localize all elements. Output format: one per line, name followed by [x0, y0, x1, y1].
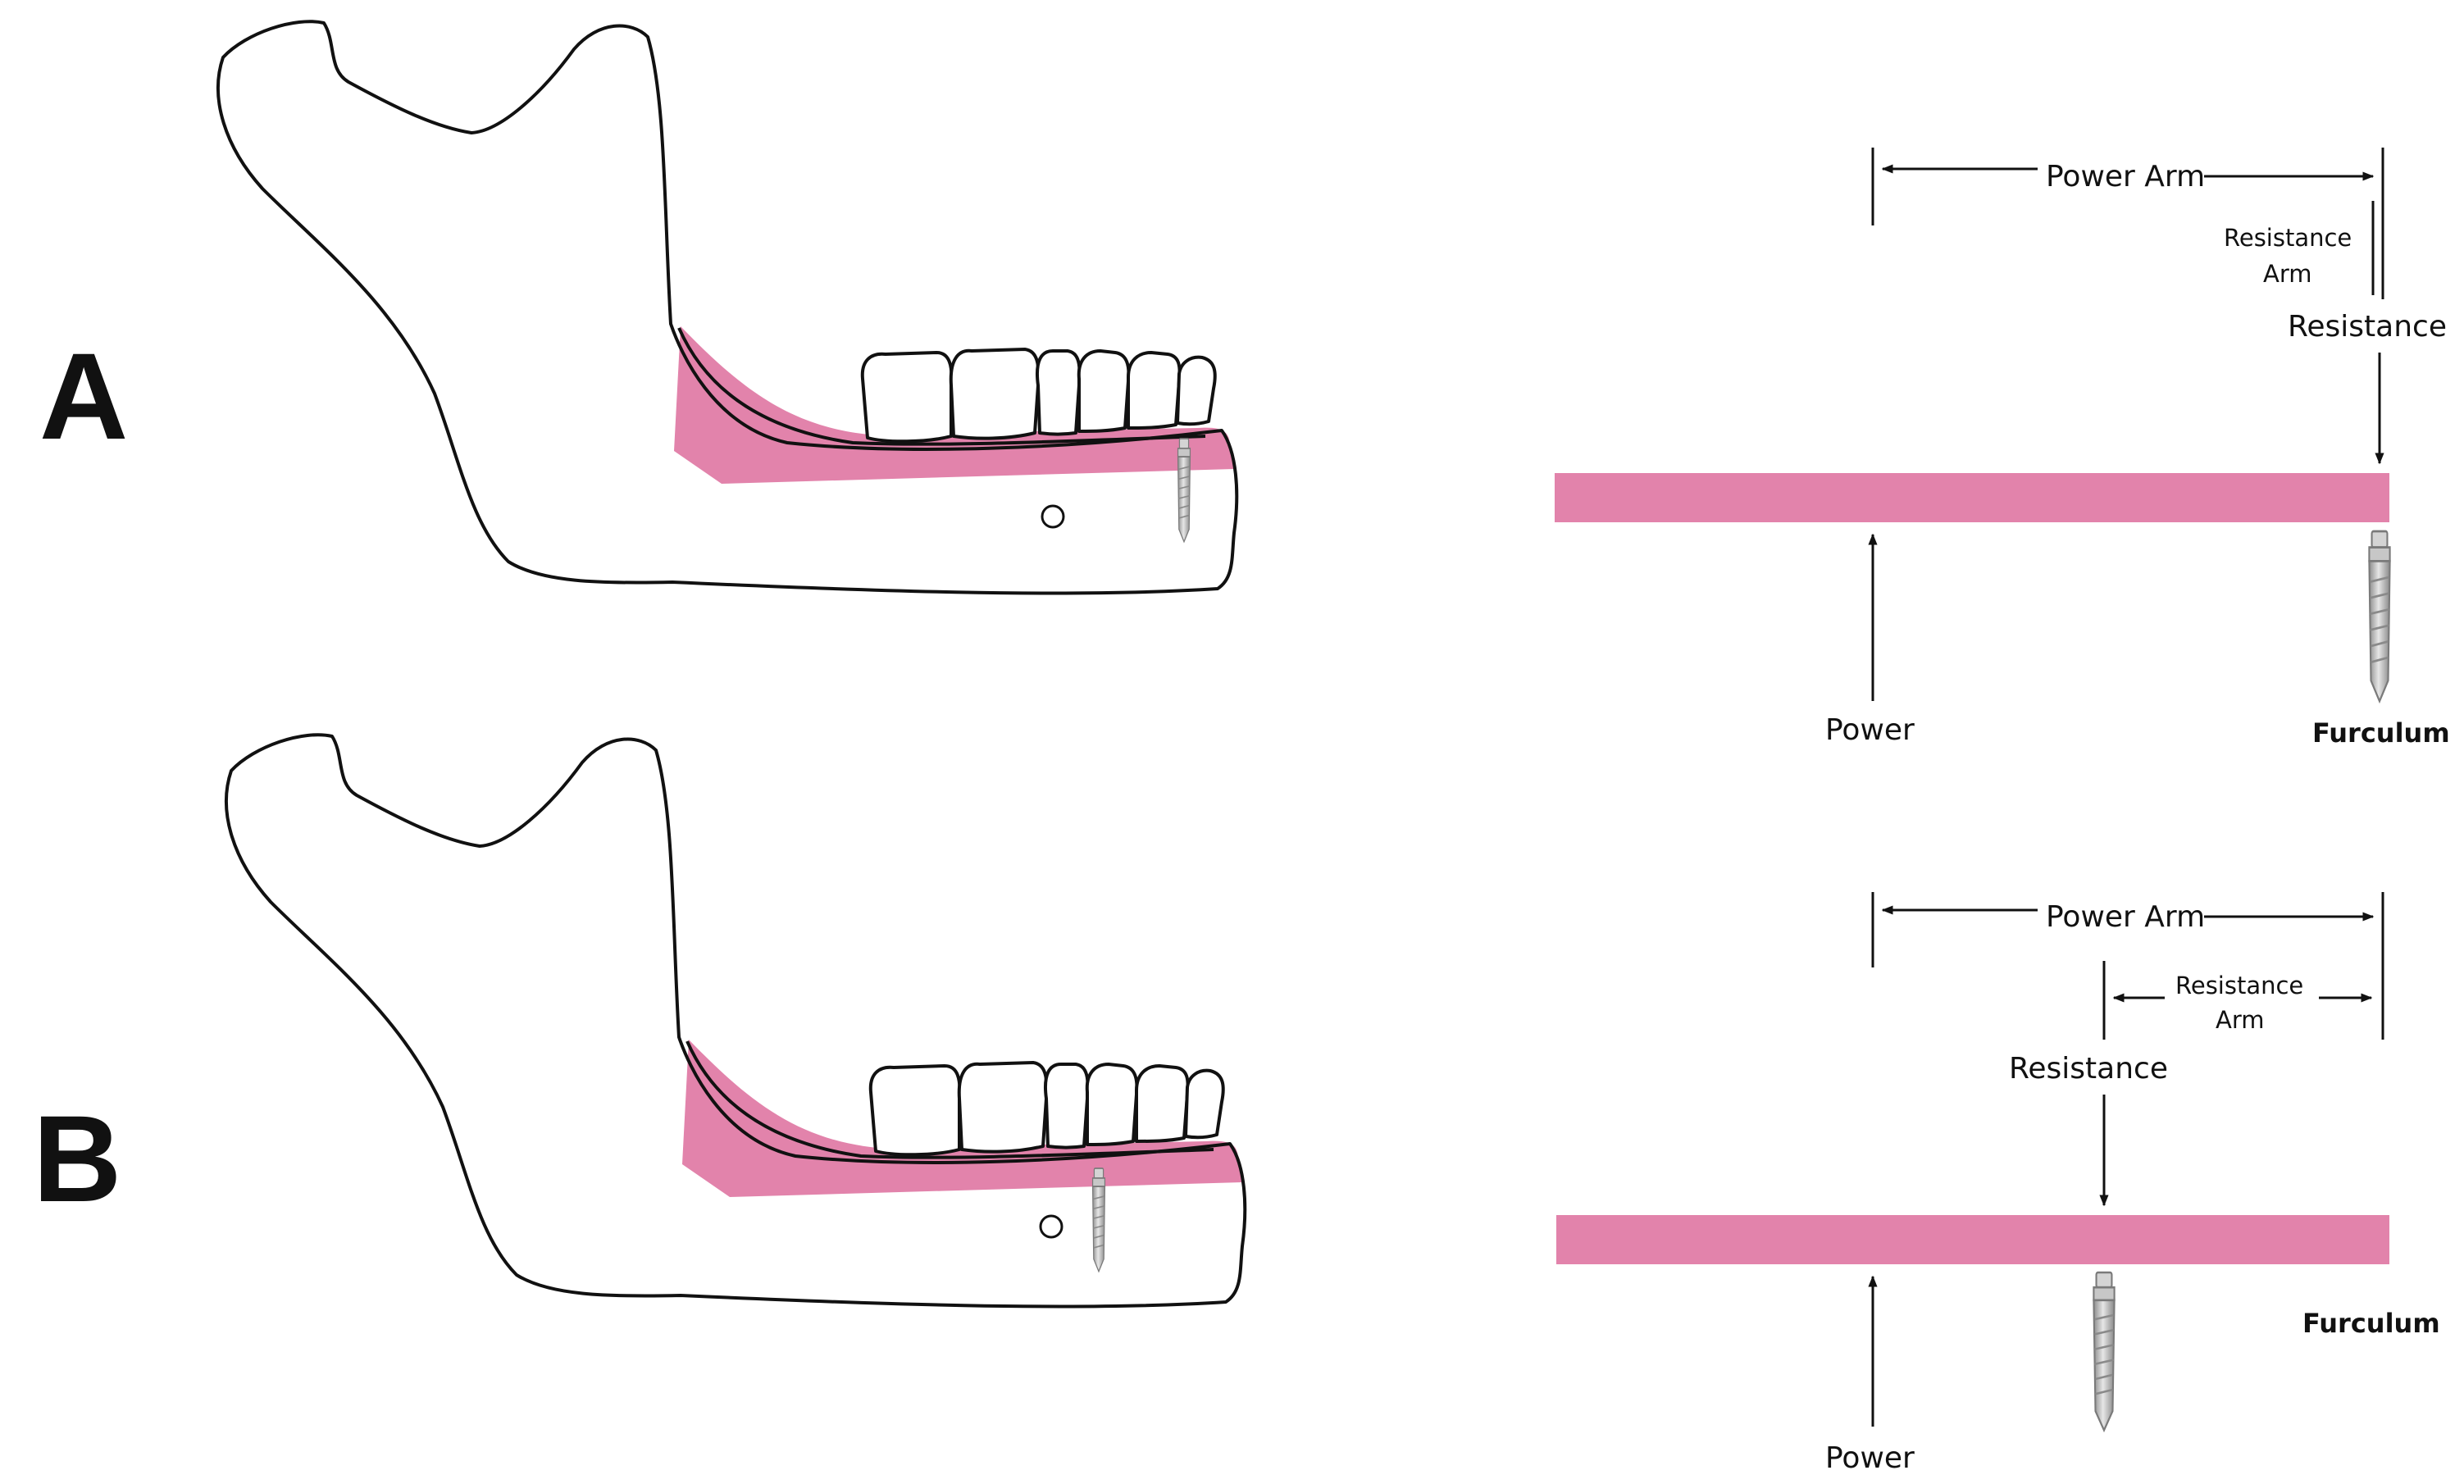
- mandible-outline-b: [225, 733, 1247, 1309]
- teeth-b: [868, 1061, 1225, 1157]
- mandible-drawing-a: [216, 20, 1239, 595]
- panel-a: A Power Arm Re: [39, 20, 2450, 749]
- resistance-arm-label-line1-b: Resistance: [2175, 972, 2303, 999]
- ridge-line-b: [685, 1040, 1214, 1159]
- resistance-arm-label-line1-a: Resistance: [2224, 224, 2352, 252]
- resistance-label-b: Resistance: [2009, 1052, 2168, 1086]
- lever-bar-a: [1555, 473, 2389, 522]
- furculum-label-a: Furculum: [2312, 717, 2450, 749]
- panel-b: B Power Arm: [33, 733, 2440, 1475]
- furculum-label-b: Furculum: [2302, 1308, 2440, 1339]
- panel-letter-b: B: [33, 1090, 121, 1227]
- panel-letter-a: A: [39, 327, 128, 465]
- lever-schematic-a: Power Arm Resistance Arm Resistance Powe…: [1555, 148, 2450, 749]
- resistance-arm-label-line2-b: Arm: [2216, 1006, 2265, 1034]
- mandible-drawing-b: [225, 733, 1247, 1309]
- ridge-line-a: [677, 327, 1206, 446]
- resistance-label-a: Resistance: [2288, 310, 2447, 344]
- resistance-arm-label-line2-a: Arm: [2263, 260, 2312, 288]
- implant-icon: [1091, 1168, 1106, 1272]
- power-label-a: Power: [1825, 713, 1915, 747]
- power-arm-label-b: Power Arm: [2046, 900, 2205, 934]
- teeth-a: [860, 348, 1217, 444]
- mandible-outline-a: [216, 20, 1239, 595]
- power-arm-label-a: Power Arm: [2046, 160, 2205, 193]
- power-label-b: Power: [1825, 1441, 1915, 1475]
- mental-foramen-b: [1039, 1214, 1063, 1239]
- implant-icon: [1177, 438, 1191, 543]
- lever-bar-b: [1556, 1215, 2389, 1264]
- implant-icon: [2093, 1271, 2116, 1432]
- mental-foramen-a: [1041, 504, 1065, 529]
- lever-schematic-b: Power Arm Resistance Arm Resistance Powe…: [1556, 892, 2440, 1475]
- implant-icon: [2367, 530, 2392, 703]
